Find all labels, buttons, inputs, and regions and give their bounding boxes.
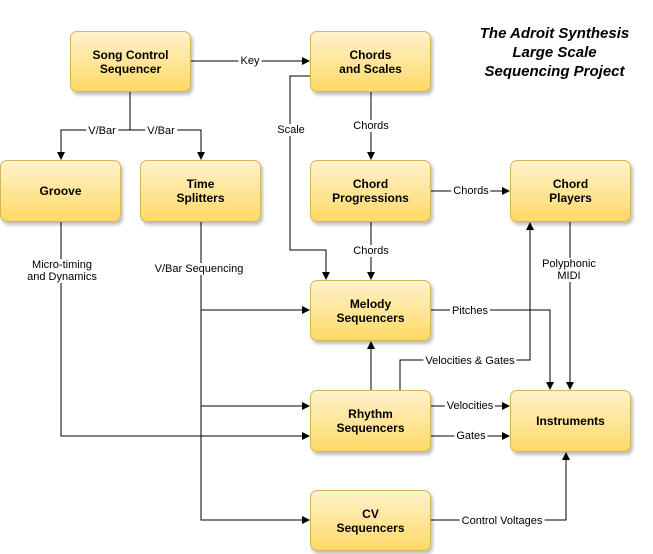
edge-label-chords-to-melody: Chords	[351, 245, 391, 257]
node-melody-sequencers[interactable]: Melody Sequencers	[310, 280, 431, 341]
edge-scale	[289, 75, 327, 274]
arrowhead	[502, 402, 510, 410]
arrowhead	[302, 516, 310, 524]
edge-label-chords-to-players: Chords	[451, 185, 491, 197]
node-song-control-sequencer[interactable]: Song Control Sequencer	[70, 31, 191, 92]
arrowhead	[367, 152, 375, 160]
arrowhead	[566, 382, 574, 390]
arrowhead	[526, 222, 534, 230]
arrowhead	[197, 152, 205, 160]
arrowhead	[302, 402, 310, 410]
edge-label-microtiming: Micro-timing and Dynamics	[25, 259, 99, 283]
edge-label-vbar-splitters: V/Bar	[145, 125, 177, 137]
edge-label-gates: Gates	[454, 430, 488, 442]
edge-label-control-voltages: Control Voltages	[459, 515, 545, 527]
edge-label-key: Key	[238, 55, 262, 67]
edge-vbar-sequencing	[200, 222, 304, 521]
edge-label-chords-to-progressions: Chords	[351, 120, 391, 132]
edge-label-vbar-groove: V/Bar	[86, 125, 118, 137]
node-rhythm-sequencers[interactable]: Rhythm Sequencers	[310, 390, 431, 452]
arrowhead	[302, 57, 310, 65]
node-groove[interactable]: Groove	[0, 160, 121, 222]
node-chord-progressions[interactable]: Chord Progressions	[310, 160, 431, 222]
arrowhead	[367, 341, 375, 349]
arrowhead	[367, 272, 375, 280]
node-chords-and-scales[interactable]: Chords and Scales	[310, 31, 431, 92]
node-chord-players[interactable]: Chord Players	[510, 160, 631, 222]
arrowhead	[546, 382, 554, 390]
node-cv-sequencers[interactable]: CV Sequencers	[310, 490, 431, 551]
node-time-splitters[interactable]: Time Splitters	[140, 160, 261, 222]
edge-label-velocities: Velocities	[444, 400, 496, 412]
arrowhead	[562, 452, 570, 460]
edge-song-to-groove	[60, 92, 131, 154]
arrowhead	[322, 272, 330, 280]
edge-label-velocities-gates: Velocities & Gates	[423, 355, 517, 367]
arrowhead	[502, 187, 510, 195]
edge-control-voltages	[431, 458, 567, 521]
arrowhead	[302, 432, 310, 440]
edge-label-scale: Scale	[275, 124, 307, 136]
arrowhead	[302, 306, 310, 314]
edge-pitches	[431, 309, 551, 384]
edge-microtiming	[60, 222, 304, 437]
arrowhead	[502, 432, 510, 440]
node-instruments[interactable]: Instruments	[510, 390, 631, 452]
edge-label-vbar-sequencing: V/Bar Sequencing	[152, 263, 246, 275]
edge-label-polyphonic-midi: Polyphonic MIDI	[540, 258, 598, 282]
arrowhead	[57, 152, 65, 160]
diagram-title: The Adroit Synthesis Large Scale Sequenc…	[479, 25, 630, 80]
edge-label-pitches: Pitches	[449, 305, 491, 317]
